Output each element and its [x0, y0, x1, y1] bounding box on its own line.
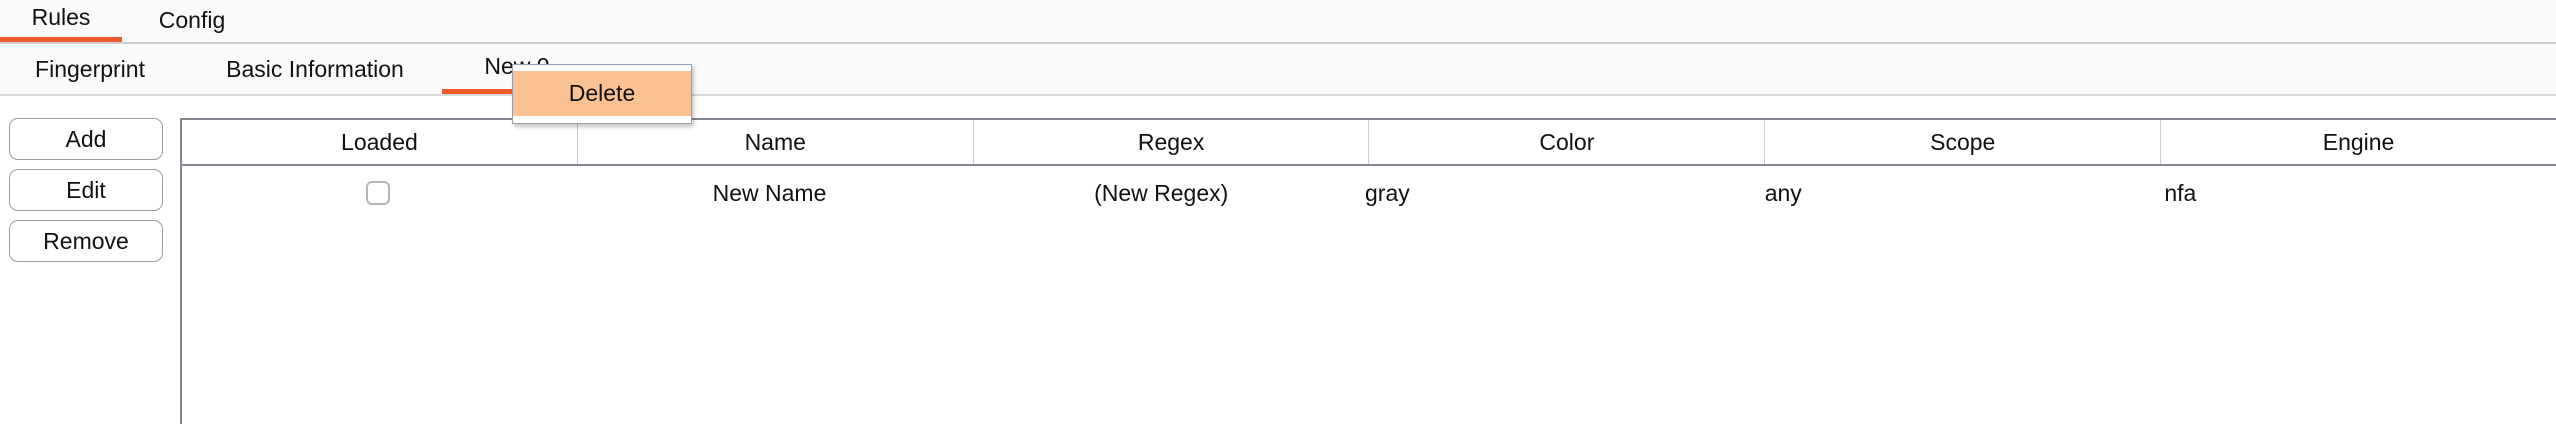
column-header-engine[interactable]: Engine — [2322, 128, 2395, 155]
tab-context-menu: Delete — [512, 64, 692, 124]
cell-loaded[interactable] — [182, 166, 574, 220]
edit-button[interactable]: Edit — [9, 169, 163, 211]
cell-engine[interactable]: nfa — [2164, 179, 2197, 206]
add-button[interactable]: Add — [9, 118, 163, 160]
context-menu-item-delete[interactable]: Delete — [513, 71, 691, 116]
column-header-scope[interactable]: Scope — [1765, 120, 2162, 164]
column-header-color[interactable]: Color — [1369, 120, 1766, 164]
rule-action-buttons: Add Edit Remove — [0, 118, 178, 271]
tab-config-label: Config — [158, 6, 226, 33]
table-row[interactable]: New Name (New Regex) gray any nfa — [182, 166, 2556, 221]
tab-config[interactable]: Config — [122, 0, 262, 42]
loaded-checkbox[interactable] — [365, 181, 390, 205]
tab-rules-label: Rules — [31, 4, 91, 30]
remove-button[interactable]: Remove — [9, 220, 163, 262]
tab-rules[interactable]: Rules — [0, 0, 122, 42]
tab-basic-information[interactable]: Basic Information — [200, 44, 430, 94]
cell-scope[interactable]: any — [1764, 179, 1802, 206]
column-header-loaded[interactable]: Loaded — [182, 120, 578, 164]
cell-regex[interactable]: (New Regex) — [1094, 179, 1229, 206]
rules-table: Loaded Name Regex Color Scope Engine New… — [180, 118, 2556, 424]
tab-fingerprint[interactable]: Fingerprint — [10, 44, 170, 94]
tab-basic-information-label: Basic Information — [226, 55, 404, 82]
table-body: New Name (New Regex) gray any nfa — [182, 166, 2556, 221]
primary-tab-bar: Rules Config — [0, 0, 2556, 44]
column-header-regex[interactable]: Regex — [974, 120, 1370, 164]
primary-tab-list: Rules Config — [0, 0, 262, 42]
tab-fingerprint-label: Fingerprint — [35, 55, 145, 82]
table-header-row: Loaded Name Regex Color Scope Engine — [182, 118, 2556, 166]
cell-color[interactable]: gray — [1365, 179, 1410, 206]
cell-name[interactable]: New Name — [712, 179, 827, 206]
secondary-tab-bar: Fingerprint Basic Information New 0 — [0, 44, 2556, 96]
column-header-name[interactable]: Name — [578, 120, 974, 164]
